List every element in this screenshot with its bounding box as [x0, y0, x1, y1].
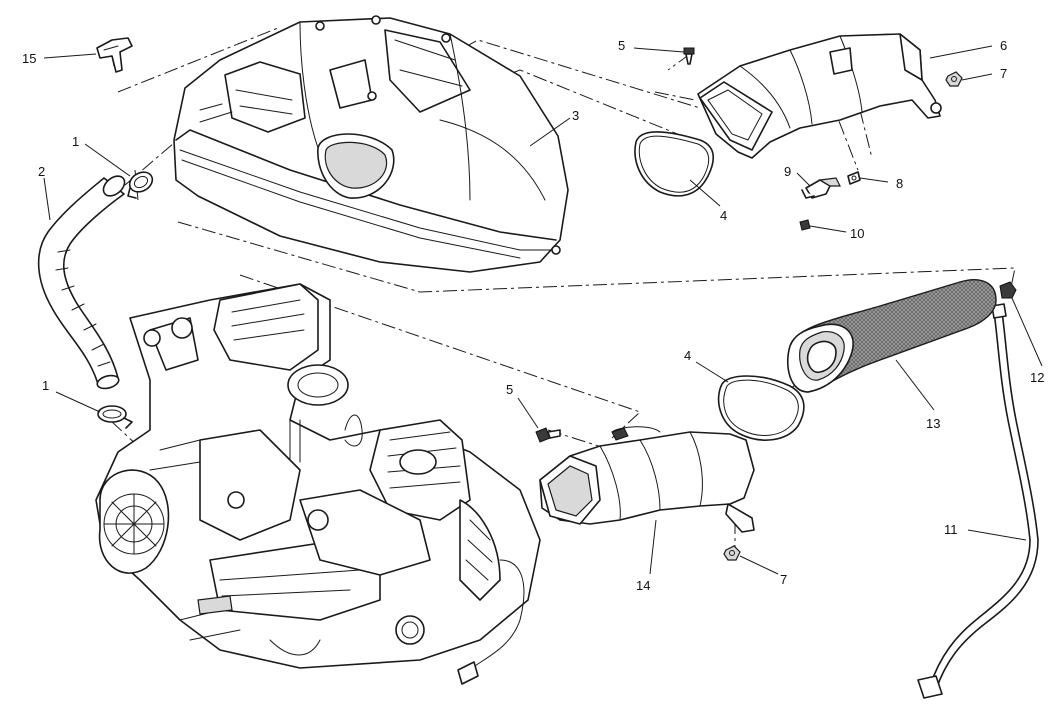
- air-filter-part: [786, 279, 997, 393]
- callout-13: 13: [926, 416, 940, 431]
- callout-1-lower: 1: [42, 378, 49, 393]
- callout-5-upper: 5: [618, 38, 625, 53]
- breather-hose-part: [37, 175, 126, 390]
- engine-block-part: [95, 283, 541, 685]
- callout-5-lower: 5: [506, 382, 513, 397]
- callout-7-upper: 7: [1000, 66, 1007, 81]
- callout-1-upper: 1: [72, 134, 79, 149]
- hose-clamp-upper-part: [127, 171, 154, 199]
- screw-lower-part: [535, 427, 561, 443]
- gasket-upper-part: [634, 131, 715, 197]
- callout-8: 8: [896, 176, 903, 191]
- screw-10-part: [799, 219, 811, 231]
- gasket-lower-part: [717, 375, 805, 441]
- hose-clamp-lower-part: [97, 405, 133, 429]
- callout-11: 11: [944, 522, 958, 537]
- callout-4-lower: 4: [684, 348, 691, 363]
- nut-lower-part: [723, 545, 741, 561]
- callout-10: 10: [850, 226, 864, 241]
- callout-2: 2: [38, 164, 45, 179]
- screw-upper-part: [683, 47, 695, 65]
- callout-15: 15: [22, 51, 36, 66]
- screw-8-part: [847, 171, 861, 185]
- bracket-clip-part: [96, 37, 133, 73]
- sensor-part: [801, 177, 841, 199]
- intake-duct-lower-part: [539, 426, 755, 533]
- callout-3: 3: [572, 108, 579, 123]
- callout-labels: 15 1 2 1 3 5 6 7 4 9 8 10 4 5 13 12 11 1…: [22, 38, 1044, 593]
- grommet-part: [999, 281, 1017, 299]
- airbox-housing-part: [173, 15, 569, 273]
- nut-upper-part: [945, 71, 963, 87]
- callout-12: 12: [1030, 370, 1044, 385]
- callout-6: 6: [1000, 38, 1007, 53]
- callout-7-lower: 7: [780, 572, 787, 587]
- callout-4-upper: 4: [720, 208, 727, 223]
- callout-14: 14: [636, 578, 650, 593]
- intake-duct-upper-part: [697, 33, 942, 159]
- callout-9: 9: [784, 164, 791, 179]
- leader-lines: [43, 45, 1043, 575]
- drain-tube-part: [917, 303, 1039, 699]
